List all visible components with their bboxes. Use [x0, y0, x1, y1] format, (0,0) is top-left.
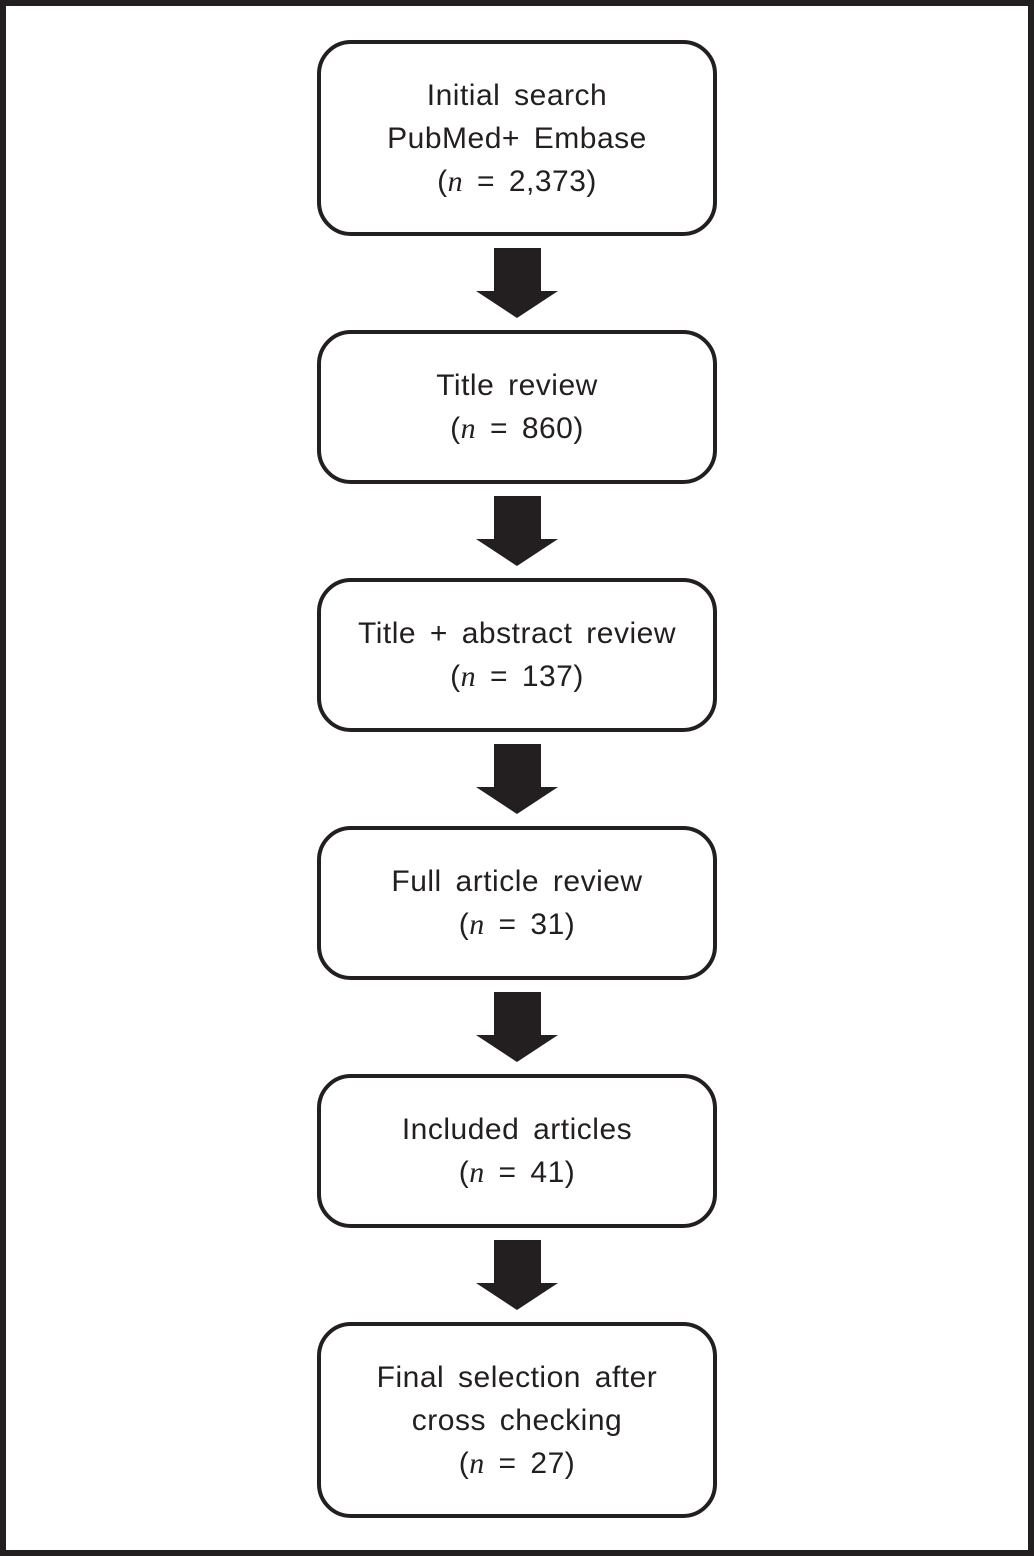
- count-value: 860: [521, 412, 574, 445]
- box-text: Title + abstract review (n = 137): [358, 612, 676, 698]
- box-text: Title review (n = 860): [436, 364, 598, 450]
- down-arrow: [476, 248, 558, 318]
- n-symbol: n: [460, 660, 477, 693]
- box-text: Final selection after cross checking (n …: [377, 1356, 658, 1485]
- down-arrow: [476, 496, 558, 566]
- down-arrow-stem: [493, 992, 541, 1035]
- down-arrow-stem: [493, 744, 541, 787]
- down-arrow-stem: [493, 496, 541, 539]
- down-arrow-head: [476, 1035, 558, 1062]
- count-value: 137: [521, 660, 574, 693]
- count-value: 2,373: [508, 164, 587, 198]
- box-line: Included articles: [401, 1113, 633, 1146]
- n-symbol: n: [460, 412, 477, 445]
- flow-box-title-abstract-review: Title + abstract review (n = 137): [317, 578, 717, 732]
- box-count: (n = 2,373): [437, 164, 597, 198]
- count-value: 27: [530, 1446, 565, 1480]
- box-line: PubMed+ Embase: [387, 121, 647, 155]
- box-line: Title + abstract review: [358, 617, 676, 650]
- n-symbol: n: [469, 1156, 485, 1189]
- down-arrow-head: [476, 291, 558, 318]
- n-symbol: n: [447, 164, 464, 198]
- n-symbol: n: [469, 1446, 485, 1480]
- box-count: (n = 27): [458, 1446, 576, 1480]
- flow-box-full-article-review: Full article review (n = 31): [317, 826, 717, 980]
- flow-box-included-articles: Included articles (n = 41): [317, 1074, 717, 1228]
- n-symbol: n: [469, 908, 485, 941]
- box-count: (n = 31): [458, 908, 576, 941]
- down-arrow: [476, 1240, 558, 1310]
- box-line: Initial search: [426, 78, 608, 112]
- flow-box-title-review: Title review (n = 860): [317, 330, 717, 484]
- box-line: cross checking: [411, 1403, 623, 1437]
- down-arrow-head: [476, 539, 558, 566]
- box-count: (n = 137): [450, 660, 584, 693]
- box-count: (n = 41): [458, 1156, 576, 1189]
- down-arrow-stem: [493, 1240, 541, 1283]
- box-line: Final selection after: [376, 1360, 658, 1394]
- flow-box-initial-search: Initial search PubMed+ Embase (n = 2,373…: [317, 40, 717, 236]
- flow-box-final-selection: Final selection after cross checking (n …: [317, 1322, 717, 1518]
- box-line: Title review: [436, 369, 598, 402]
- box-text: Initial search PubMed+ Embase (n = 2,373…: [387, 74, 647, 203]
- count-value: 41: [530, 1156, 565, 1189]
- box-count: (n = 860): [450, 412, 584, 445]
- down-arrow: [476, 992, 558, 1062]
- box-line: Full article review: [391, 865, 643, 898]
- count-value: 31: [530, 908, 565, 941]
- down-arrow: [476, 744, 558, 814]
- down-arrow-stem: [493, 248, 541, 291]
- box-text: Full article review (n = 31): [391, 860, 642, 946]
- down-arrow-head: [476, 787, 558, 814]
- box-text: Included articles (n = 41): [402, 1108, 632, 1194]
- down-arrow-head: [476, 1283, 558, 1310]
